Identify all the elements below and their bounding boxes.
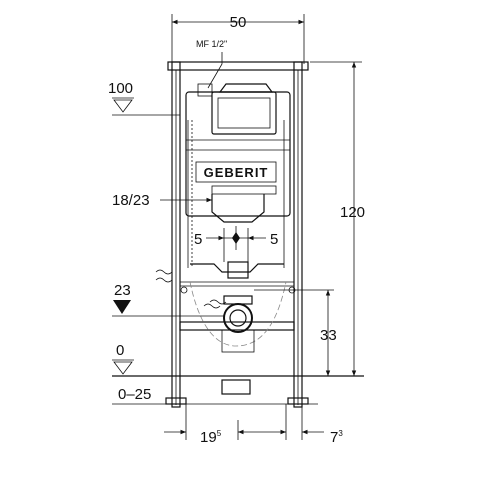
level-23-label: 23 <box>114 282 131 299</box>
dimension-offsets: 5 5 <box>194 226 278 262</box>
bottom-left-base: 19 <box>200 429 217 446</box>
fitting-label: MF 1/2ʺ <box>196 39 227 49</box>
level-0-25: 0–25 <box>112 379 318 405</box>
level-100: 100 <box>108 80 180 116</box>
level-23: 23 <box>112 282 224 317</box>
bottom-right-base: 7 <box>330 429 338 446</box>
level-100-label: 100 <box>108 80 133 97</box>
cistern: GEBERIT <box>185 83 291 268</box>
fitting-callout: MF 1/2ʺ <box>196 39 227 89</box>
svg-text:73: 73 <box>330 429 343 446</box>
level-0: 0 <box>112 342 364 377</box>
height-120-label: 120 <box>340 204 365 221</box>
dimension-width-50: 50 <box>171 14 305 64</box>
dimension-height-120: 120 <box>310 61 365 376</box>
dimension-bottom: 195 73 <box>164 404 343 446</box>
dimension-drain-33: 33 <box>254 289 337 376</box>
svg-text:195: 195 <box>200 429 222 446</box>
dimension-flush-height: 18/23 <box>112 192 212 209</box>
left-offset-label: 5 <box>194 231 202 248</box>
bottom-left-exp: 5 <box>217 429 222 438</box>
brand-label: GEBERIT <box>204 165 269 180</box>
width-label: 50 <box>230 14 247 31</box>
drain-33-label: 33 <box>320 327 337 344</box>
connection-area <box>155 261 296 353</box>
bottom-right-exp: 3 <box>338 429 343 438</box>
level-0-label: 0 <box>116 342 124 359</box>
flush-height-label: 18/23 <box>112 192 150 209</box>
floor-range-label: 0–25 <box>118 386 151 403</box>
right-offset-label: 5 <box>270 231 278 248</box>
